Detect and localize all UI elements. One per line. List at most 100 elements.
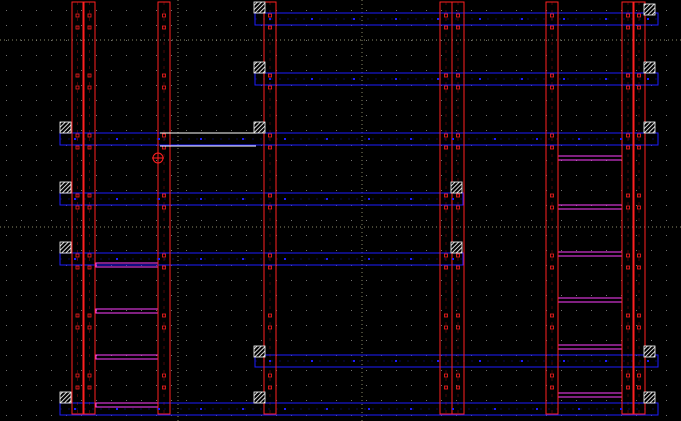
hatched-contact-icon[interactable] — [643, 3, 656, 16]
via-dot-icon — [268, 313, 272, 318]
hatched-contact-icon[interactable] — [253, 61, 266, 74]
via-dot-icon — [353, 78, 355, 80]
via-dot-icon — [162, 253, 166, 258]
via-dot-icon — [311, 18, 313, 20]
via-dot-icon — [75, 373, 80, 378]
via-dot-icon — [75, 85, 80, 90]
metal-strap[interactable] — [557, 204, 623, 210]
metal-strap[interactable] — [557, 155, 623, 161]
poly-column[interactable] — [632, 1, 646, 415]
via-dot-icon — [162, 73, 166, 78]
via-dot-icon — [87, 13, 92, 18]
hatched-contact-icon[interactable] — [253, 1, 266, 14]
via-dot-icon — [242, 198, 244, 200]
via-dot-icon — [444, 265, 448, 270]
hatched-contact-icon[interactable] — [253, 121, 266, 134]
hatched-contact-icon[interactable] — [59, 181, 72, 194]
via-dot-icon — [444, 133, 448, 138]
metal-strap[interactable] — [95, 402, 159, 408]
via-dot-icon — [368, 198, 370, 200]
via-dot-icon — [268, 385, 272, 390]
via-dot-icon — [637, 193, 641, 198]
poly-column[interactable] — [71, 1, 84, 415]
via-dot-icon — [353, 18, 355, 20]
via-dot-icon — [637, 85, 641, 90]
via-dot-icon — [452, 198, 454, 200]
via-dot-icon — [626, 313, 630, 318]
via-dot-icon — [162, 373, 166, 378]
hatched-contact-icon[interactable] — [253, 345, 266, 358]
via-dot-icon — [437, 360, 439, 362]
poly-column[interactable] — [263, 1, 277, 415]
hatched-contact-icon[interactable] — [643, 121, 656, 134]
via-dot-icon — [456, 253, 460, 258]
selected-wire[interactable] — [160, 132, 256, 147]
via-dot-icon — [456, 85, 460, 90]
metal-strap[interactable] — [557, 251, 623, 257]
via-dot-icon — [550, 385, 554, 390]
via-dot-icon — [87, 205, 92, 210]
hatched-contact-icon[interactable] — [643, 345, 656, 358]
via-dot-icon — [158, 408, 160, 410]
via-dot-icon — [75, 385, 80, 390]
via-dot-icon — [444, 385, 448, 390]
via-dot-icon — [550, 145, 554, 150]
via-dot-icon — [87, 313, 92, 318]
via-dot-icon — [647, 78, 649, 80]
poly-column[interactable] — [83, 1, 96, 415]
via-dot-icon — [626, 85, 630, 90]
via-dot-icon — [87, 133, 92, 138]
poly-column[interactable] — [451, 1, 465, 415]
via-dot-icon — [550, 73, 554, 78]
hatched-contact-icon[interactable] — [59, 241, 72, 254]
via-dot-icon — [87, 325, 92, 330]
poly-column[interactable] — [621, 1, 635, 415]
via-dot-icon — [637, 205, 641, 210]
via-dot-icon — [242, 258, 244, 260]
poly-column[interactable] — [545, 1, 559, 415]
via-dot-icon — [200, 408, 202, 410]
via-dot-icon — [626, 133, 630, 138]
via-dot-icon — [410, 198, 412, 200]
via-dot-icon — [268, 373, 272, 378]
via-dot-icon — [550, 313, 554, 318]
hatched-contact-icon[interactable] — [450, 181, 463, 194]
hatched-contact-icon[interactable] — [59, 121, 72, 134]
via-dot-icon — [444, 373, 448, 378]
metal-strap[interactable] — [557, 344, 623, 350]
via-dot-icon — [456, 145, 460, 150]
hatched-contact-icon[interactable] — [450, 241, 463, 254]
via-dot-icon — [444, 25, 448, 30]
poly-column[interactable] — [157, 1, 171, 415]
via-dot-icon — [326, 138, 328, 140]
via-dot-icon — [456, 265, 460, 270]
via-dot-icon — [494, 138, 496, 140]
hatched-contact-icon[interactable] — [253, 391, 266, 404]
via-dot-icon — [311, 78, 313, 80]
hatched-contact-icon[interactable] — [643, 391, 656, 404]
hatched-contact-icon[interactable] — [59, 391, 72, 404]
via-dot-icon — [626, 385, 630, 390]
via-dot-icon — [75, 265, 80, 270]
via-dot-icon — [452, 138, 454, 140]
via-dot-icon — [444, 145, 448, 150]
via-dot-icon — [268, 133, 272, 138]
via-dot-icon — [200, 258, 202, 260]
poly-column[interactable] — [439, 1, 453, 415]
via-dot-icon — [444, 253, 448, 258]
via-dot-icon — [626, 73, 630, 78]
via-dot-icon — [395, 18, 397, 20]
via-dot-icon — [637, 133, 641, 138]
metal-strap[interactable] — [557, 297, 623, 303]
via-dot-icon — [326, 408, 328, 410]
via-dot-icon — [563, 78, 565, 80]
via-dot-icon — [536, 408, 538, 410]
via-dot-icon — [268, 253, 272, 258]
metal-strap[interactable] — [557, 392, 623, 398]
via-dot-icon — [456, 193, 460, 198]
hatched-contact-icon[interactable] — [643, 61, 656, 74]
via-dot-icon — [74, 198, 76, 200]
via-dot-icon — [269, 78, 271, 80]
